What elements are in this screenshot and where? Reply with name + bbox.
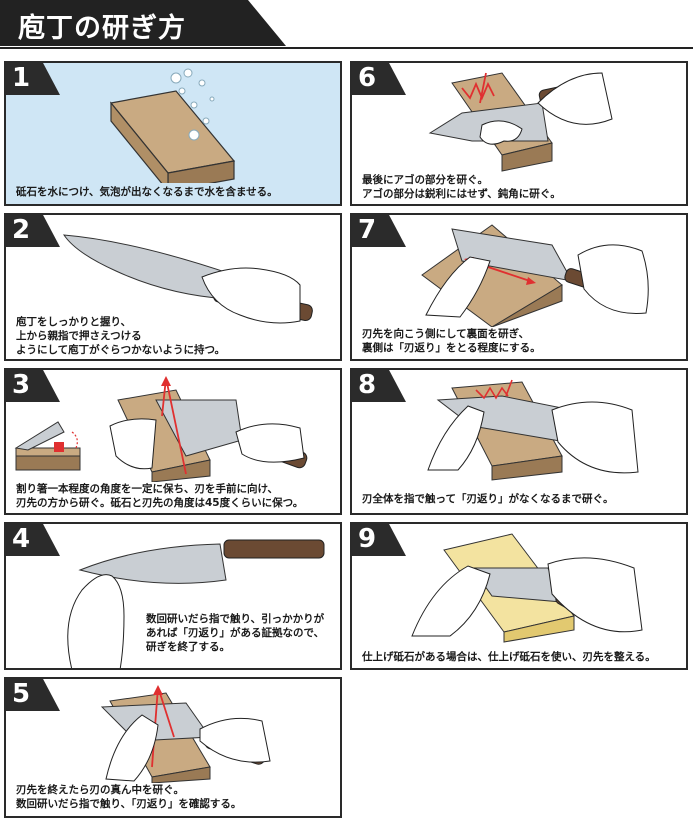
step-3-illustration	[14, 376, 308, 482]
step-5-number: 5	[12, 679, 31, 709]
step-7-badge: 7	[352, 215, 408, 249]
step-4-illustration	[67, 539, 325, 668]
title-banner-shape	[0, 0, 286, 46]
step-8-caption: 刃全体を指で触って「刃返り」がなくなるまで研ぐ。	[362, 493, 614, 505]
step-6-illustration	[428, 72, 613, 172]
step-8-illustration	[427, 379, 639, 481]
step-9-badge: 9	[352, 524, 408, 558]
step-4-number: 4	[12, 524, 31, 554]
title-banner: 庖丁の研ぎ方	[0, 0, 290, 48]
step-1-illustration	[109, 68, 236, 183]
step-5-panel: 5 刃先を終えたら刃の真ん中を研ぐ。 数回研いだら指で触り、「刃返り」を確認する…	[4, 677, 342, 818]
step-5-caption: 刃先を終えたら刃の真ん中を研ぐ。 数回研いだら指で触り、「刃返り」を確認する。	[16, 784, 242, 810]
step-3-caption: 割り箸一本程度の角度を一定に保ち、刃を手前に向け、 刃先の方から研ぐ。砥石と刃先…	[16, 483, 304, 509]
step-7-illustration	[421, 224, 649, 327]
step-1-caption: 砥石を水につけ、気泡が出なくなるまで水を含ませる。	[16, 186, 278, 198]
step-6-number: 6	[358, 63, 377, 93]
step-7-number: 7	[358, 215, 377, 245]
step-9-illustration	[411, 533, 643, 643]
step-6-badge: 6	[352, 63, 408, 97]
page-title: 庖丁の研ぎ方	[18, 13, 186, 44]
step-2-caption: 庖丁をしっかりと握り、 上から親指で押さえつける ようにして庖丁がぐらつかないよ…	[16, 316, 226, 356]
step-9-number: 9	[358, 524, 377, 554]
step-2-panel: 2 庖丁をしっかりと握り、 上から親指で押さえつける ようにして庖丁がぐらつかな…	[4, 213, 342, 361]
step-7-caption: 刃先を向こう側にして裏面を研ぎ、 裏側は「刃返り」をとる程度にする。	[362, 328, 541, 354]
step-4-caption: 数回研いだら指で触り、引っかかりが あれば「刃返り」がある証拠なので、 研ぎを終…	[146, 613, 325, 653]
step-9-panel: 9 仕上げ砥石がある場合は、仕上げ砥石を使い、刃先を整える。	[350, 522, 688, 670]
step-8-number: 8	[358, 370, 377, 400]
step-8-panel: 8 刃全体を指で触って「刃返り」がなくなるまで研ぐ。	[350, 368, 688, 515]
step-3-panel: 3 割り箸一本程度の角度を一定に保ち、刃を手前に向け、 刃先の方から研ぐ。砥石と…	[4, 368, 342, 515]
step-2-badge: 2	[6, 215, 62, 249]
title-underline	[0, 47, 693, 49]
step-3-badge: 3	[6, 370, 62, 404]
step-5-illustration	[100, 685, 271, 783]
step-4-badge: 4	[6, 524, 62, 558]
step-2-number: 2	[12, 215, 31, 245]
step-1-badge: 1	[6, 63, 62, 97]
step-4-panel: 4 数回研いだら指で触り、引っかかりが あれば「刃返り」がある証拠なので、 研ぎ…	[4, 522, 342, 670]
step-5-badge: 5	[6, 679, 62, 713]
step-3-number: 3	[12, 370, 31, 400]
step-1-number: 1	[12, 63, 31, 93]
step-1-panel: 1 砥石を水につけ、気泡が出なくなるまで水を含ませる。	[4, 61, 342, 206]
step-8-badge: 8	[352, 370, 408, 404]
step-7-panel: 7 刃先を向こう側にして裏面を研ぎ、 裏側は「刃返り」をとる程度にする。	[350, 213, 688, 361]
step-6-panel: 6 最後にアゴの部分を研ぐ。 アゴの部分は鋭利にはせず、鈍角に研ぐ。	[350, 61, 688, 206]
step-9-caption: 仕上げ砥石がある場合は、仕上げ砥石を使い、刃先を整える。	[362, 651, 656, 663]
step-6-caption: 最後にアゴの部分を研ぐ。 アゴの部分は鋭利にはせず、鈍角に研ぐ。	[362, 174, 561, 200]
step-2-illustration	[63, 234, 313, 324]
